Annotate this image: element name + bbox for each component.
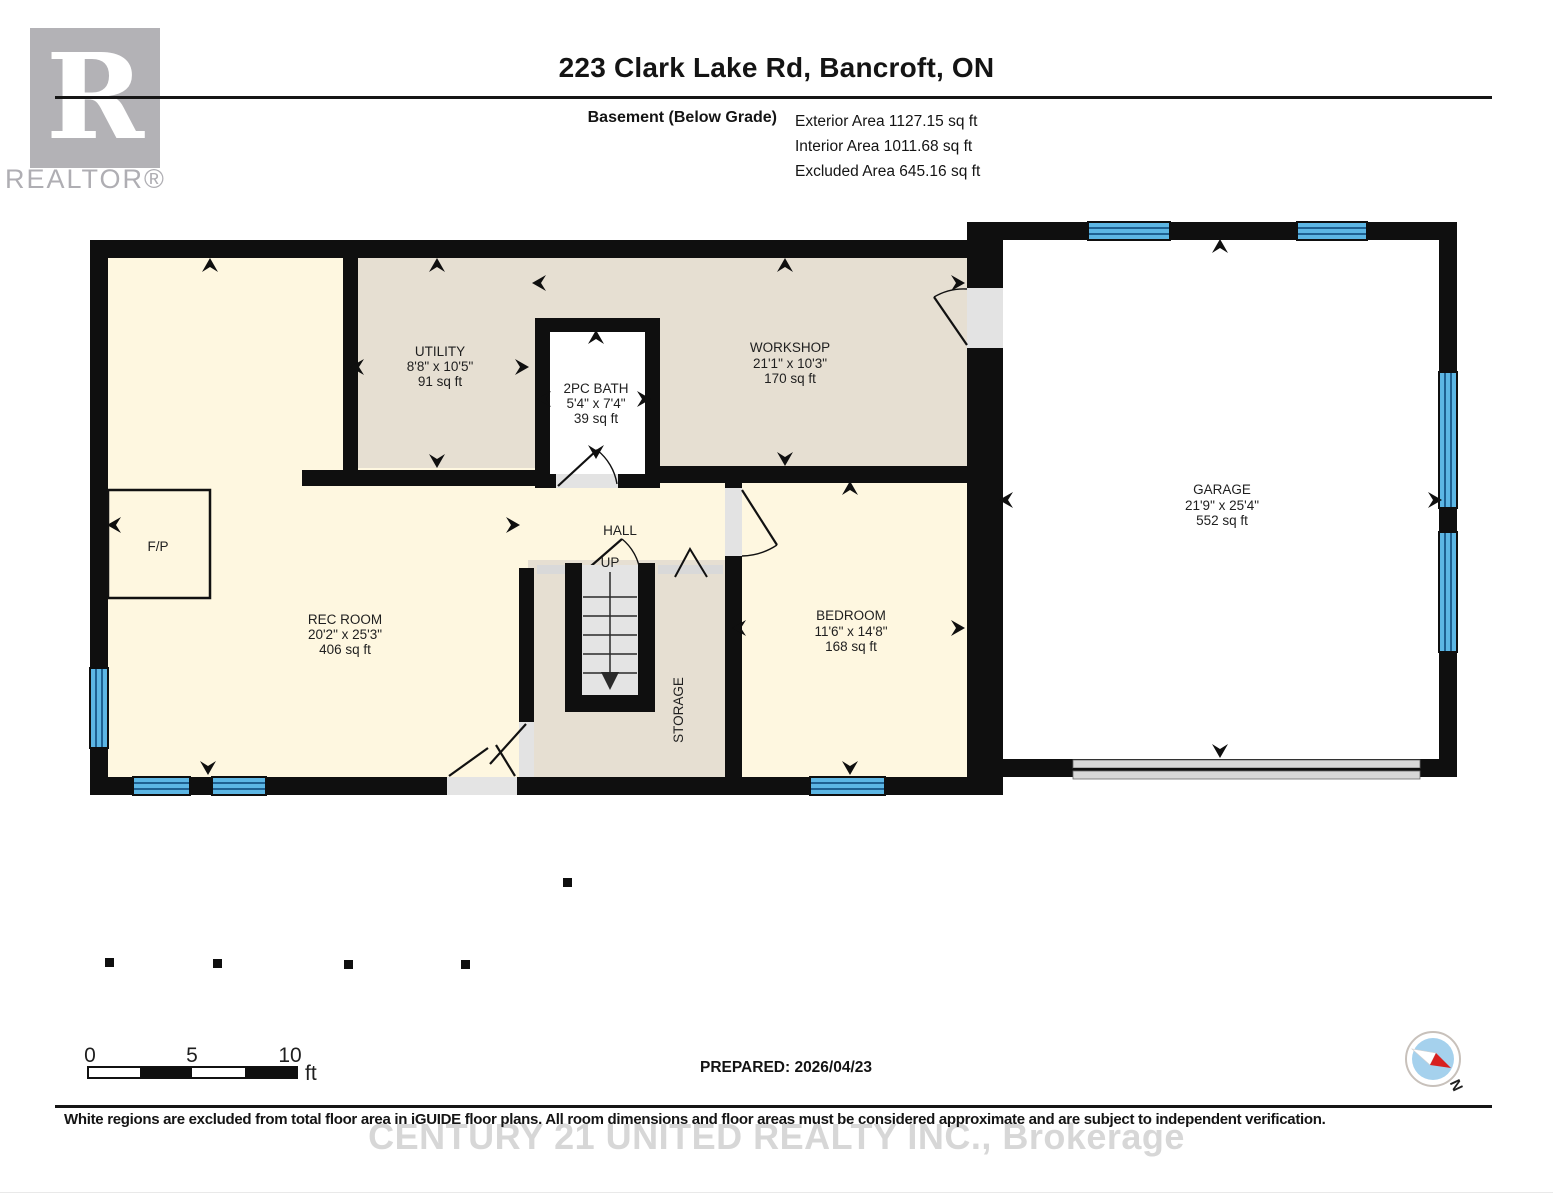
room-labels: UTILITY 8'8" x 10'5" 91 sq ft 2PC BATH 5… xyxy=(147,340,1259,743)
prepared-date: PREPARED: 2026/04/23 xyxy=(700,1059,873,1076)
dot-marker xyxy=(105,958,114,967)
dimension-arrows xyxy=(107,239,1442,775)
dimension-arrow xyxy=(1212,744,1228,758)
scale-end: 10 xyxy=(278,1044,301,1067)
footer-divider xyxy=(55,1105,1492,1108)
scale-unit: ft xyxy=(305,1062,317,1085)
bath-dims: 5'4" x 7'4" xyxy=(566,396,625,411)
dimension-arrow xyxy=(202,258,218,272)
fireplace-label: F/P xyxy=(147,539,168,554)
bedroom-name: BEDROOM xyxy=(816,608,886,623)
hall-name: HALL xyxy=(603,523,637,538)
dimension-arrow xyxy=(429,454,445,468)
interior-area: Interior Area 1011.68 sq ft xyxy=(795,138,973,155)
workshop-dims: 21'1" x 10'3" xyxy=(753,356,827,371)
dimension-arrow xyxy=(200,761,216,775)
area-summary: Exterior Area 1127.15 sq ft Interior Are… xyxy=(795,109,980,184)
door-hall-symbol xyxy=(674,546,708,578)
dimension-arrow xyxy=(429,258,445,272)
window xyxy=(1438,531,1458,653)
excluded-area: Excluded Area 645.16 sq ft xyxy=(795,163,981,180)
storage-name: STORAGE xyxy=(671,677,686,743)
utility-area: 91 sq ft xyxy=(418,374,463,389)
window xyxy=(809,776,886,796)
header-divider xyxy=(55,96,1492,99)
workshop-name: WORKSHOP xyxy=(750,340,830,355)
utility-dims: 8'8" x 10'5" xyxy=(407,359,474,374)
dimension-arrow xyxy=(732,620,746,636)
window xyxy=(132,776,191,796)
bedroom-area: 168 sq ft xyxy=(825,639,877,654)
dimension-arrow xyxy=(107,517,121,533)
rec-room-area: 406 sq ft xyxy=(319,642,371,657)
realtor-logo-label: REALTOR® xyxy=(5,164,166,194)
exterior-area: Exterior Area 1127.15 sq ft xyxy=(795,113,978,130)
compass-icon: N xyxy=(1405,1031,1466,1094)
dimension-arrow xyxy=(532,275,546,291)
brokerage-watermark: CENTURY 21 UNITED REALTY INC., Brokerage xyxy=(368,1116,1185,1157)
garage-area: 552 sq ft xyxy=(1196,513,1248,528)
bottom-edge-line xyxy=(0,1192,1553,1193)
dimension-arrow xyxy=(951,620,965,636)
dimension-arrow xyxy=(588,330,604,344)
dimension-arrow xyxy=(515,359,529,375)
dimension-arrow xyxy=(350,359,364,375)
window xyxy=(1438,371,1458,509)
window xyxy=(1087,221,1171,241)
scale-start: 0 xyxy=(84,1044,96,1067)
floor-bath xyxy=(540,325,655,485)
door-bedroom xyxy=(725,488,742,556)
dimension-arrow xyxy=(506,517,520,533)
stairs-up-label: UP xyxy=(601,555,620,570)
dimension-arrow xyxy=(842,761,858,775)
door-storage xyxy=(519,722,534,777)
dot-marker xyxy=(461,960,470,969)
door-garage-workshop xyxy=(967,288,1003,348)
bath-name: 2PC BATH xyxy=(563,381,628,396)
utility-name: UTILITY xyxy=(415,344,465,359)
dimension-arrow xyxy=(637,391,651,407)
dot-marker xyxy=(213,959,222,968)
dimension-arrow xyxy=(999,492,1013,508)
window xyxy=(89,667,109,749)
stairs xyxy=(582,565,638,695)
doors xyxy=(447,288,1421,795)
dimension-arrow xyxy=(1428,492,1442,508)
opening-hall-stairs xyxy=(537,565,565,574)
garage-door xyxy=(1072,759,1421,769)
rec-room-dims: 20'2" x 25'3" xyxy=(308,627,382,642)
garage-dims: 21'9" x 25'4" xyxy=(1185,498,1259,513)
dimension-arrow xyxy=(777,452,793,466)
dimension-arrow xyxy=(842,481,858,495)
dimension-arrow xyxy=(537,391,551,407)
fireplace-box xyxy=(106,488,212,600)
page-title: 223 Clark Lake Rd, Bancroft, ON xyxy=(558,52,995,83)
window xyxy=(1296,221,1368,241)
point-markers xyxy=(105,878,572,969)
door-rec-exterior xyxy=(447,777,517,795)
dimension-arrow xyxy=(777,258,793,272)
dot-marker xyxy=(344,960,353,969)
scale-mid: 5 xyxy=(186,1044,198,1067)
opening-hall-storage xyxy=(658,565,723,574)
door-bath xyxy=(556,474,618,488)
scale-bar: 0 5 10 ft xyxy=(84,1044,317,1085)
dimension-arrow xyxy=(951,275,965,291)
floor-label: Basement (Below Grade) xyxy=(587,109,777,126)
rec-room-name: REC ROOM xyxy=(308,612,382,627)
disclaimer-text: White regions are excluded from total fl… xyxy=(64,1111,1326,1128)
dimension-arrow xyxy=(588,445,604,459)
stairs-direction-arrow xyxy=(601,672,619,690)
window xyxy=(211,776,267,796)
windows xyxy=(89,221,1458,796)
floor-garage xyxy=(985,222,1457,777)
workshop-area: 170 sq ft xyxy=(764,371,816,386)
garage-name: GARAGE xyxy=(1193,482,1251,497)
bath-area: 39 sq ft xyxy=(574,411,619,426)
dot-marker xyxy=(563,878,572,887)
dimension-arrow xyxy=(1212,239,1228,253)
bedroom-dims: 11'6" x 14'8" xyxy=(814,624,887,639)
